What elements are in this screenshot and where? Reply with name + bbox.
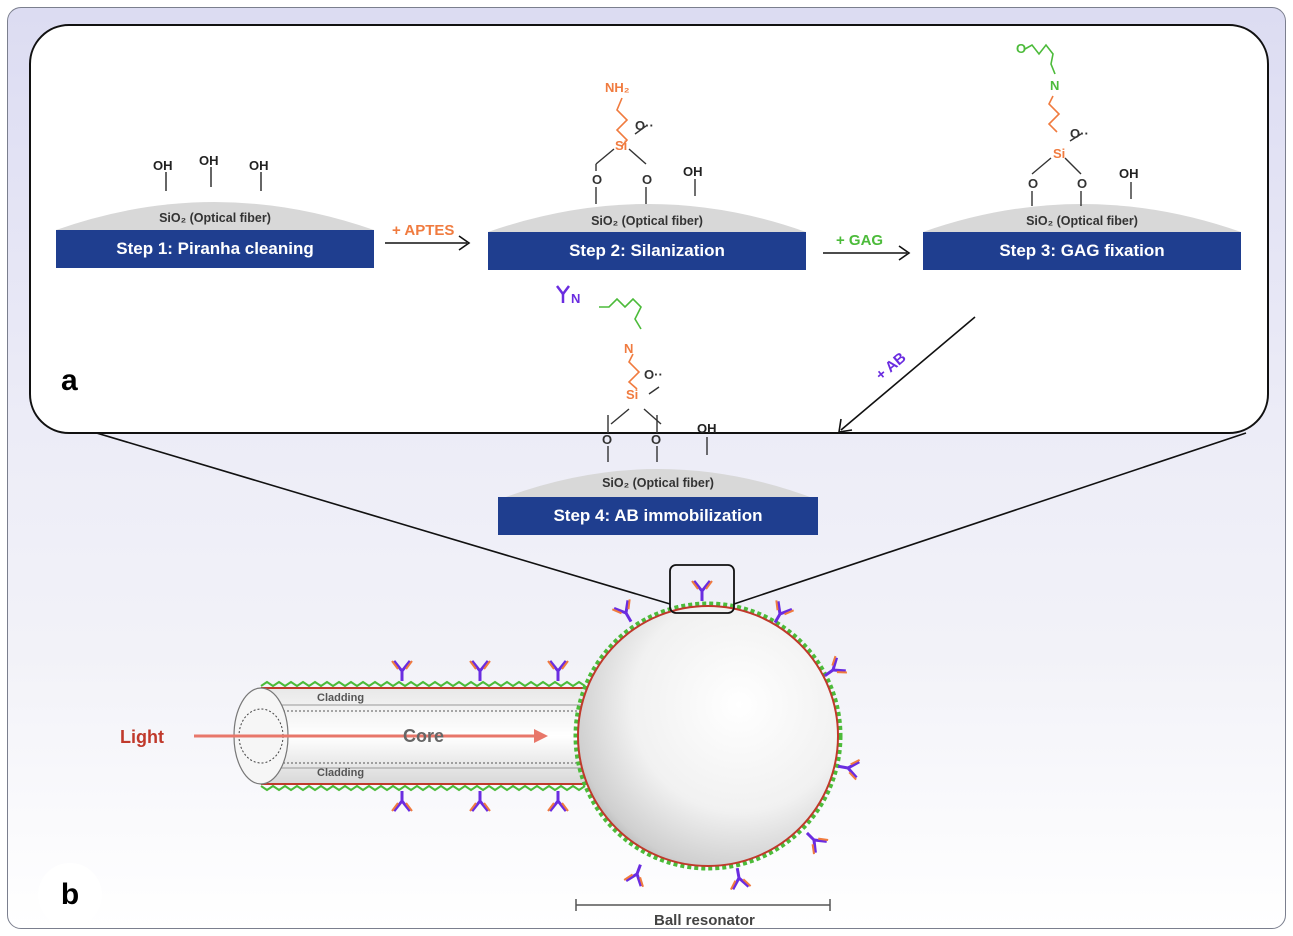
arrow-ab [838, 316, 976, 433]
light-arrowhead [534, 729, 548, 743]
substrate-label-4: SiO₂ (Optical fiber) [602, 476, 714, 490]
panel-a-drawing [56, 43, 1241, 433]
ball-scale-bar [575, 899, 831, 911]
arrow-gag [823, 245, 911, 261]
oh-label: OH [683, 164, 703, 179]
ab-structure [556, 285, 662, 425]
substrate-dome-1 [56, 202, 374, 230]
antibody-icon [546, 659, 570, 683]
o-label: O [592, 172, 603, 187]
n-label-ab: N [571, 291, 581, 306]
panel-b-drawing [62, 422, 1247, 911]
ball-resonator [573, 601, 843, 871]
gag-structure [1024, 43, 1132, 206]
antibody-icon [610, 597, 642, 629]
o-label-gag: O [1016, 41, 1027, 56]
step-1-bar: Step 1: Piranha cleaning [56, 230, 374, 268]
o-label: O [1028, 176, 1039, 191]
zoom-line-left [62, 422, 671, 605]
si-label: Si [1053, 146, 1066, 161]
step-4-bar: Step 4: AB immobilization [498, 497, 818, 535]
oh-label: OH [153, 158, 173, 173]
antibody-icon [622, 859, 652, 889]
antibody-icon [546, 789, 570, 813]
core-label: Core [403, 726, 445, 746]
panel-a-letter: a [61, 364, 78, 397]
o-label: O [651, 432, 662, 447]
zoom-line-right [733, 432, 1247, 605]
substrate-label-1: SiO₂ (Optical fiber) [159, 211, 271, 225]
o-radical-label: O·· [1070, 126, 1089, 141]
light-label: Light [120, 727, 164, 747]
substrate-dome-3 [923, 204, 1241, 232]
cladding-top-label: Cladding [317, 692, 365, 704]
o-radical-label: O·· [635, 118, 654, 133]
aptes-structure [595, 97, 696, 204]
ball-resonator-label: Ball resonator [654, 912, 755, 929]
oh-label: OH [249, 158, 269, 173]
oh-label: OH [199, 153, 219, 168]
arrow-aptes [385, 235, 471, 251]
antibody-icon [390, 789, 414, 813]
zoom-square [669, 564, 735, 614]
antibody-icon [725, 864, 753, 892]
gag-label: + GAG [836, 232, 884, 249]
si-label: Si [626, 387, 639, 402]
substrate-label-2: SiO₂ (Optical fiber) [591, 214, 703, 228]
aptes-label: + APTES [392, 222, 455, 239]
n-label-ab-link: N [624, 341, 634, 356]
antibody-icon [798, 824, 830, 856]
antibody-icon [468, 659, 492, 683]
panel-a: Step 1: Piranha cleaning Step 2: Silaniz… [29, 24, 1269, 434]
step-2-bar: Step 2: Silanization [488, 232, 806, 270]
o-label: O [1077, 176, 1088, 191]
substrate-label-3: SiO₂ (Optical fiber) [1026, 214, 1138, 228]
oh-label: OH [697, 421, 717, 436]
cladding-bottom-label: Cladding [317, 767, 365, 779]
o-label: O [642, 172, 653, 187]
panel-b-letter: b [38, 863, 102, 927]
oh-label: OH [1119, 166, 1139, 181]
si-label: Si [615, 138, 628, 153]
antibody-icon [468, 789, 492, 813]
o-radical-label: O·· [644, 367, 663, 382]
n-label-gag: N [1050, 78, 1060, 93]
o-label: O [602, 432, 613, 447]
antibody-icon [690, 579, 714, 603]
step-3-bar: Step 3: GAG fixation [923, 232, 1241, 270]
nh2-label: NH₂ [605, 80, 630, 95]
antibody-icon [390, 659, 414, 683]
substrate-dome-2 [488, 204, 806, 232]
